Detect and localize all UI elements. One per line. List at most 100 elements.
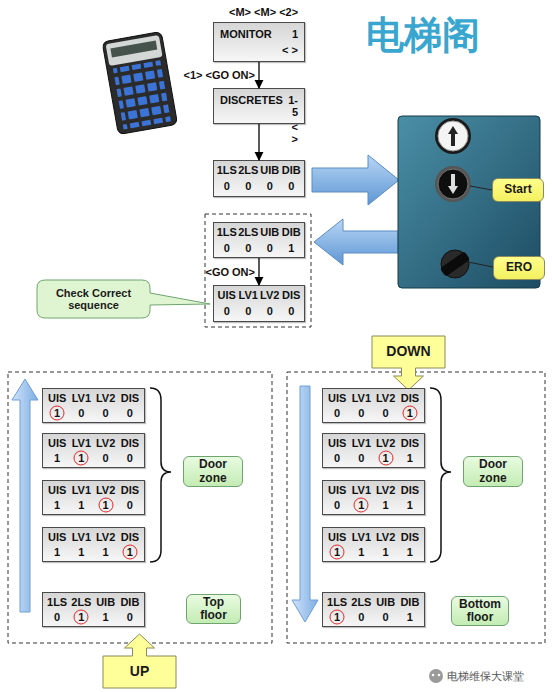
signal-name: 1LS: [217, 226, 237, 238]
node-text: 1: [292, 28, 298, 40]
text-area: UP: [103, 656, 176, 688]
service-tool: [102, 32, 177, 135]
signal-name: UIB: [376, 596, 395, 608]
text-cell: UIS: [216, 289, 238, 302]
dashed-frame: [8, 372, 272, 643]
node-text: Door zone: [479, 457, 507, 484]
text-cell: 0: [259, 305, 281, 318]
text-cell: LV2: [374, 392, 398, 404]
signal-value: 1: [103, 546, 109, 558]
callout-outline: [103, 634, 176, 688]
text-cell: 1LS: [216, 164, 238, 177]
ero-panel: [448, 174, 458, 194]
signal-name: LV1: [352, 392, 371, 404]
text-cell: UIS: [45, 392, 69, 404]
text-cell: Check Correct sequence: [43, 287, 144, 311]
text-cell: 0: [259, 242, 281, 255]
signal-value: 0: [383, 611, 389, 623]
text-cell: 1: [69, 452, 93, 464]
ero-panel: [438, 169, 468, 199]
brace: [150, 388, 171, 562]
node-text: < >: [282, 44, 298, 56]
text-cell: UIB: [94, 596, 118, 608]
text-cell: 0: [281, 305, 303, 318]
signal-name: UIB: [260, 226, 279, 238]
text-cell: 1: [374, 499, 398, 511]
text-cell: LV1: [349, 531, 373, 543]
text-area: UISLV1LV2DIS1111: [323, 528, 424, 561]
signal-name: DIS: [401, 484, 419, 496]
menu-display: DISCRETES1- 5< >: [213, 88, 305, 124]
text-cell: 0: [238, 305, 260, 318]
signal-name: LV1: [239, 289, 258, 301]
text-cell: 1: [374, 546, 398, 558]
signal-name: DIS: [121, 437, 139, 449]
text-cell: 1: [325, 611, 349, 623]
signal-name: DIS: [121, 531, 139, 543]
text-cell: 0: [216, 180, 238, 193]
signal-value: 1: [288, 242, 294, 254]
signal-value: 0: [103, 407, 109, 419]
signal-display: UISLV1LV2DIS0001: [322, 388, 425, 423]
signal-value: 0: [267, 242, 273, 254]
text-cell: LV1: [349, 392, 373, 404]
text-cell: 1: [94, 611, 118, 623]
signal-name: LV1: [352, 437, 371, 449]
text-cell: UIS: [325, 484, 349, 496]
text-cell: 1: [398, 407, 422, 419]
signal-display: 1LS2LSUIBDIB1001: [322, 592, 425, 627]
text-cell: 0: [325, 452, 349, 464]
text-cell: 0: [45, 611, 69, 623]
signal-display: UISLV1LV2DIS0111: [322, 480, 425, 515]
signal-display: 1LS2LSUIBDIB0000: [213, 160, 305, 197]
flow-arrow: [258, 258, 259, 285]
text-area: Check Correct sequence: [37, 280, 150, 318]
signal-name: LV1: [352, 531, 371, 543]
ero-panel: [435, 166, 471, 202]
signal-value: 1: [383, 546, 389, 558]
menu-display: MONITOR1< >: [213, 22, 305, 62]
signal-value: 1: [407, 499, 413, 511]
text-cell: 1: [69, 499, 93, 511]
text-cell: 1: [69, 546, 93, 558]
flow-arrow: [258, 124, 259, 160]
node-text: Door zone: [199, 457, 227, 484]
signal-value: 0: [334, 499, 340, 511]
text-cell: DIS: [398, 392, 422, 404]
signal-value: 0: [245, 305, 251, 317]
watermark-icon: [429, 669, 443, 683]
signal-name: DIS: [401, 392, 419, 404]
text-cell: LV1: [69, 531, 93, 543]
text-cell: 0: [94, 452, 118, 464]
text-cell: LV2: [374, 437, 398, 449]
signal-name: DIB: [400, 596, 419, 608]
dashed-frame: [205, 214, 311, 327]
text-cell: 0: [374, 407, 398, 419]
text-cell: 1: [45, 407, 69, 419]
text-cell: UIB: [259, 226, 281, 239]
signal-name: DIB: [120, 596, 139, 608]
text-cell: 2LS: [238, 164, 260, 177]
service-tool: [110, 41, 157, 58]
node-text: Bottom floor: [459, 597, 501, 624]
text-area: UISLV1LV2DIS1110: [43, 481, 144, 514]
check-callout: Check Correct sequence: [37, 280, 150, 318]
signal-value: 1: [334, 611, 340, 623]
signal-value: 1: [127, 546, 133, 558]
text-area: DISCRETES1- 5< >: [214, 89, 304, 123]
callout-outline: [37, 280, 210, 318]
text-cell: UIS: [325, 392, 349, 404]
text-cell: 1: [118, 546, 142, 558]
signal-value: 0: [224, 305, 230, 317]
signal-value: 1: [78, 499, 84, 511]
signal-name: LV1: [72, 437, 91, 449]
signal-name: LV2: [96, 484, 115, 496]
text-cell: DIS: [118, 392, 142, 404]
signal-name: UIS: [48, 531, 66, 543]
text-cell: LV2: [94, 437, 118, 449]
signal-value: 1: [78, 546, 84, 558]
text-cell: 1: [325, 546, 349, 558]
text-cell: 0: [349, 452, 373, 464]
text-area: ERO: [494, 257, 544, 279]
